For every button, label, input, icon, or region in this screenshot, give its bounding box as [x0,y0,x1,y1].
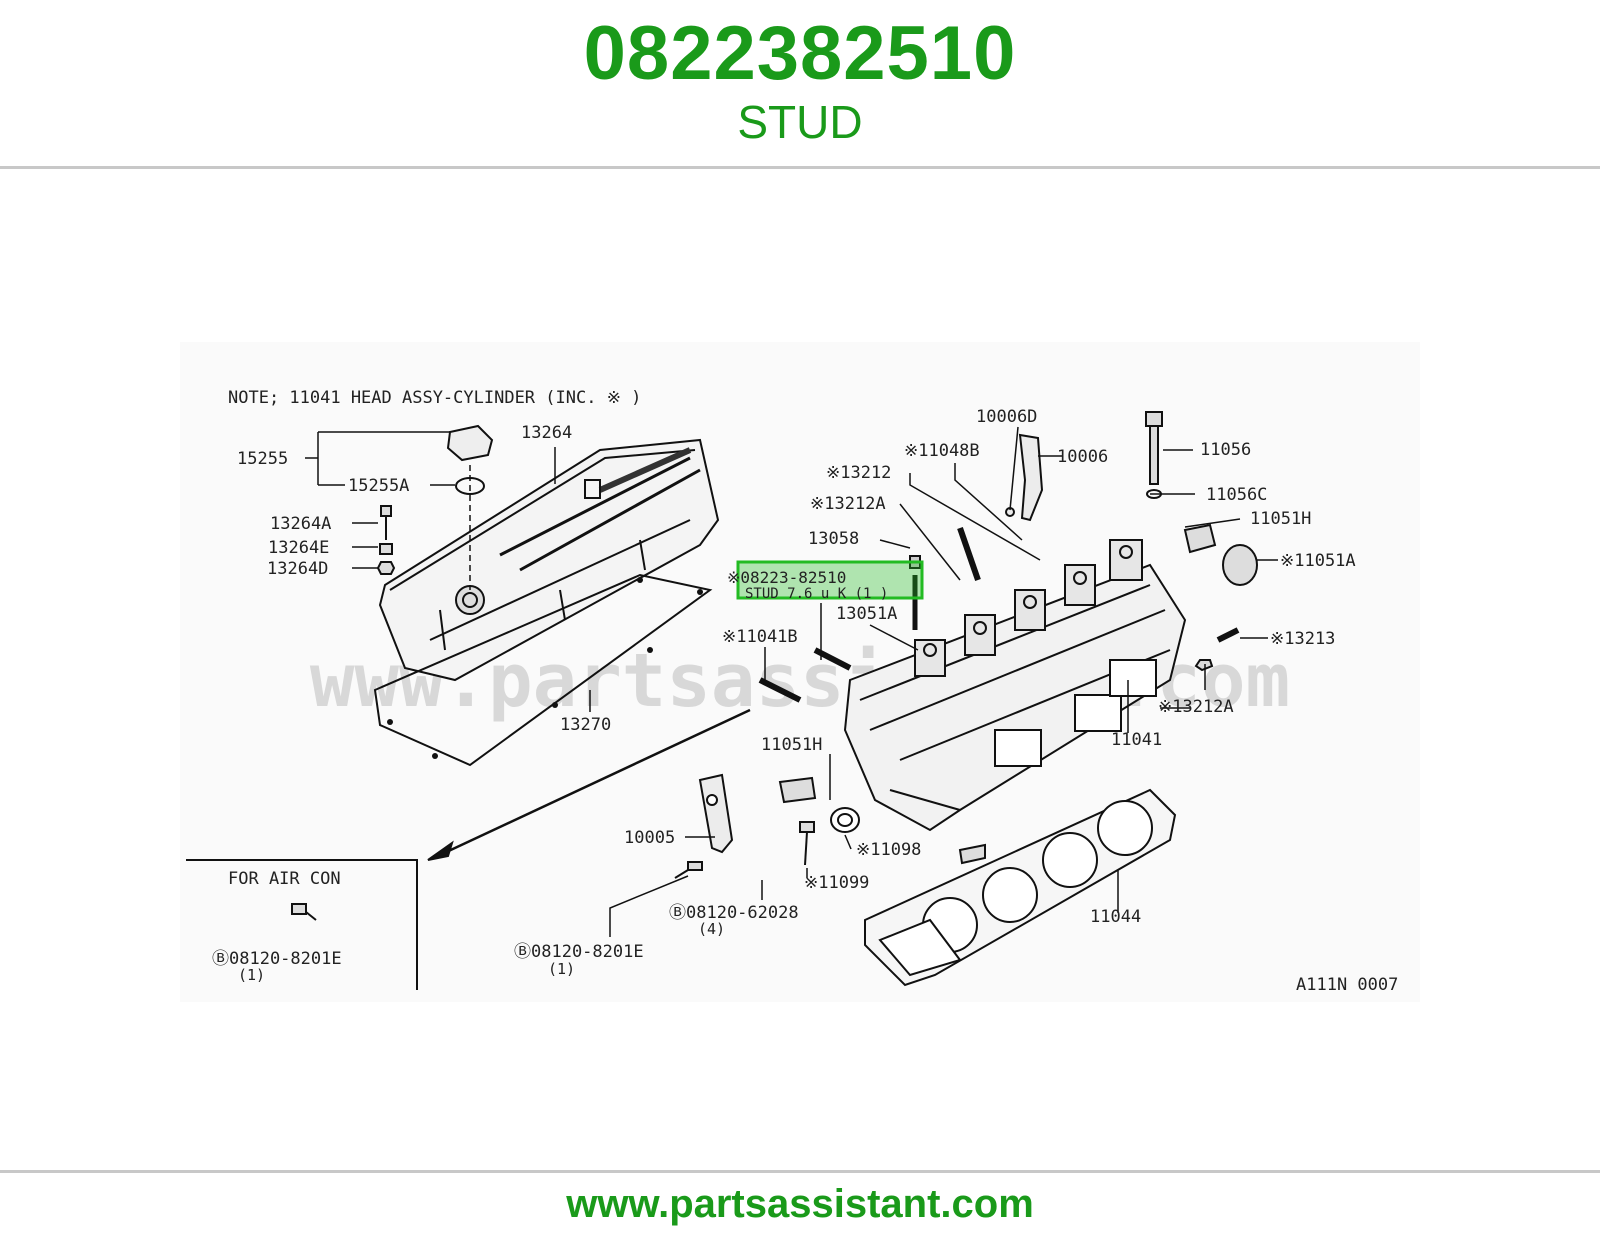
callout-11056: 11056 [1200,440,1251,460]
parts-diagram: www.partsassistant.com [0,170,1600,1168]
gasket-holes [387,577,703,759]
header-divider [0,166,1600,169]
inset-title: FOR AIR CON [228,869,341,889]
rocker-cover [378,438,720,682]
callout-13264E: 13264E [268,538,329,558]
callout-15255: 15255 [237,449,288,469]
callout-10006D: 10006D [976,407,1037,427]
callout-13264: 13264 [521,423,572,443]
footer-divider [0,1170,1600,1173]
cam-towers [914,539,1143,677]
callout-11099: ※11099 [804,873,869,893]
inset-box [186,859,418,990]
exploded-view-drawing: www.partsassistant.com [180,342,1420,1002]
inset-arrow-head [427,840,454,861]
note-text: NOTE; 11041 HEAD ASSY-CYLINDER (INC. ※ ) [228,388,641,408]
page-header: 0822382510 STUD [0,0,1600,168]
callout-08120-8201E-main: Ⓑ08120-8201E [514,942,644,962]
diagram-paper [180,342,1420,1002]
callout-11041: 11041 [1111,730,1162,750]
callout-13213: ※13213 [1270,629,1335,649]
cam-plugs [778,523,1258,865]
lifting-brackets [698,433,1044,854]
leader-lines [305,426,1278,937]
gasket-13270 [373,573,713,767]
intake-ports [994,659,1157,767]
callout-13264A: 13264A [270,514,331,534]
callout-11056C: 11056C [1206,485,1267,505]
callout-10005: 10005 [624,828,675,848]
inset-arrow-line [439,708,751,857]
footer-site-link[interactable]: www.partsassistant.com [566,1182,1034,1226]
callout-11048B: ※11048B [904,441,980,461]
bolt-11056 [1145,411,1163,499]
callout-11098: ※11098 [856,840,921,860]
callout-08223-82510[interactable]: ※08223-82510 [727,568,846,587]
callout-13058: 13058 [808,529,859,549]
highlighted-part-box[interactable] [736,560,924,600]
cylinder-head [843,563,1187,832]
callout-13212A-upper: ※13212A [810,494,886,514]
callout-11051H-upper: 11051H [1250,509,1311,529]
callout-10006: 10006 [1057,447,1108,467]
callout-13212: ※13212 [826,463,891,483]
front-seal [830,807,860,833]
callout-15255A: 15255A [348,476,409,496]
callout-08120-8201E-inset: Ⓑ08120-8201E [212,949,342,969]
part-description: STUD [737,96,863,148]
callout-13051A: 13051A [836,604,897,624]
part-number-title: 0822382510 [583,11,1017,96]
callout-08120-8201E-main-qty: (1) [548,960,575,978]
callout-11051A: ※11051A [1280,551,1356,571]
callout-08120-8201E-inset-qty: (1) [238,966,265,984]
oil-filler-cap [446,424,494,495]
callout-11041B: ※11041B [722,627,798,647]
head-gasket [864,788,1177,987]
callout-11051H-lower: 11051H [761,735,822,755]
cover-bolts [376,505,396,575]
callout-11044: 11044 [1090,907,1141,927]
callout-08120-62028: Ⓑ08120-62028 [669,903,799,923]
diagram-ref-code: A111N 0007 [1296,975,1398,995]
bracket-bolts [291,627,1240,921]
callout-13212A-lower: ※13212A [1158,697,1234,717]
callout-13270: 13270 [560,715,611,735]
diagram-labels: NOTE; 11041 HEAD ASSY-CYLINDER (INC. ※ )… [212,388,1398,995]
callout-08223-82510-sub: STUD 7.6 u K (1 ) [745,586,888,602]
callout-13264D: 13264D [267,559,328,579]
callout-08120-62028-qty: (4) [698,920,725,938]
